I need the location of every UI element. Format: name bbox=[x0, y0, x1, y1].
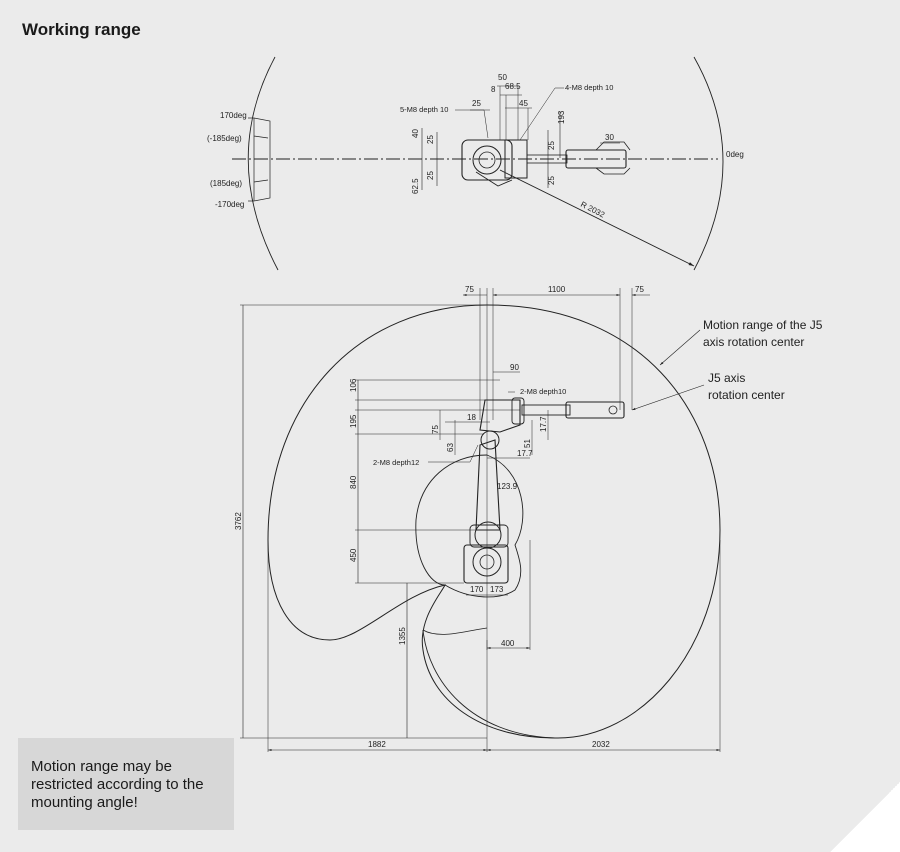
dim-68-5: 68.5 bbox=[505, 82, 521, 91]
dim-123-9: 123.9 bbox=[497, 482, 518, 491]
dim-radius: R 2032 bbox=[579, 200, 607, 220]
robot-upper-arm bbox=[479, 399, 521, 433]
robot-top-base bbox=[461, 139, 513, 181]
dim-2032: 2032 bbox=[592, 740, 610, 749]
dim-75-right: 75 bbox=[635, 285, 644, 294]
dim-25-a: 25 bbox=[426, 135, 435, 144]
dim-195: 195 bbox=[349, 414, 358, 428]
label-4-m8: 4-M8 depth 10 bbox=[565, 83, 613, 92]
dim-50: 50 bbox=[498, 73, 507, 82]
robot-lower-arm bbox=[475, 439, 501, 531]
page-corner-fold bbox=[830, 782, 900, 852]
angle-170: 170deg bbox=[220, 111, 247, 120]
label-2-m8-depth12: 2-M8 depth12 bbox=[373, 458, 419, 467]
dim-25-top: 25 bbox=[472, 99, 481, 108]
callout-j5-center-line2: rotation center bbox=[708, 388, 785, 402]
dim-1100: 1100 bbox=[548, 285, 566, 294]
dim-840: 840 bbox=[349, 475, 358, 489]
dim-8: 8 bbox=[491, 85, 496, 94]
side-view-labels: 75 1100 75 90 2-M8 depth10 106 195 18 75… bbox=[234, 285, 823, 749]
angle-minus-170: -170deg bbox=[215, 200, 244, 209]
dim-30: 30 bbox=[605, 133, 614, 142]
top-view bbox=[232, 56, 724, 271]
angle-minus-185: (-185deg) bbox=[207, 134, 242, 143]
page-title: Working range bbox=[22, 20, 141, 39]
inner-range-boundary bbox=[415, 454, 524, 598]
dim-173: 173 bbox=[490, 585, 504, 594]
j5-motion-range-envelope bbox=[267, 304, 721, 739]
top-view-right-arc bbox=[693, 56, 724, 271]
dim-18: 18 bbox=[467, 413, 476, 422]
label-2-m8-depth10: 2-M8 depth10 bbox=[520, 387, 566, 396]
dim-1882: 1882 bbox=[368, 740, 386, 749]
callout-j5-range-line2: axis rotation center bbox=[703, 335, 804, 349]
robot-wrist bbox=[565, 401, 625, 419]
dim-400: 400 bbox=[501, 639, 515, 648]
dim-1355: 1355 bbox=[398, 627, 407, 645]
top-view-left-arc bbox=[247, 56, 279, 271]
callout-j5-range-line1: Motion range of the J5 bbox=[703, 318, 823, 332]
robot-forearm bbox=[521, 404, 571, 416]
dim-63: 63 bbox=[446, 443, 455, 452]
robot-base bbox=[463, 544, 509, 584]
dim-170: 170 bbox=[470, 585, 484, 594]
dim-25-b: 25 bbox=[426, 171, 435, 180]
dim-75-small: 75 bbox=[431, 425, 440, 434]
angle-scale bbox=[253, 117, 271, 202]
dim-75-left: 75 bbox=[465, 285, 474, 294]
radius-line bbox=[499, 169, 695, 267]
top-view-labels: 170deg (-185deg) (185deg) -170deg 0deg 5… bbox=[207, 73, 744, 220]
dim-17-7-horizontal: 17.7 bbox=[517, 449, 533, 458]
dim-45: 45 bbox=[519, 99, 528, 108]
mounting-note-box: Motion range may be restricted according… bbox=[18, 738, 234, 830]
dim-450: 450 bbox=[349, 548, 358, 562]
side-view bbox=[240, 288, 721, 752]
dim-106: 106 bbox=[349, 378, 358, 392]
dim-40: 40 bbox=[411, 129, 420, 138]
dim-90: 90 bbox=[510, 363, 519, 372]
dim-25-c: 25 bbox=[547, 141, 556, 150]
dim-51: 51 bbox=[523, 439, 532, 448]
callout-j5-center-line1: J5 axis bbox=[708, 371, 745, 385]
label-5-m8: 5-M8 depth 10 bbox=[400, 105, 448, 114]
mounting-note-text: Motion range may be restricted according… bbox=[31, 758, 204, 811]
dim-3762: 3762 bbox=[234, 512, 243, 530]
angle-0: 0deg bbox=[726, 150, 744, 159]
angle-185: (185deg) bbox=[210, 179, 242, 188]
robot-top-arm bbox=[526, 154, 568, 164]
dim-17-7-vertical: 17.7 bbox=[539, 416, 548, 432]
dim-25-d: 25 bbox=[547, 176, 556, 185]
dim-193: 193 bbox=[557, 110, 566, 124]
dim-62-5: 62.5 bbox=[411, 178, 420, 194]
